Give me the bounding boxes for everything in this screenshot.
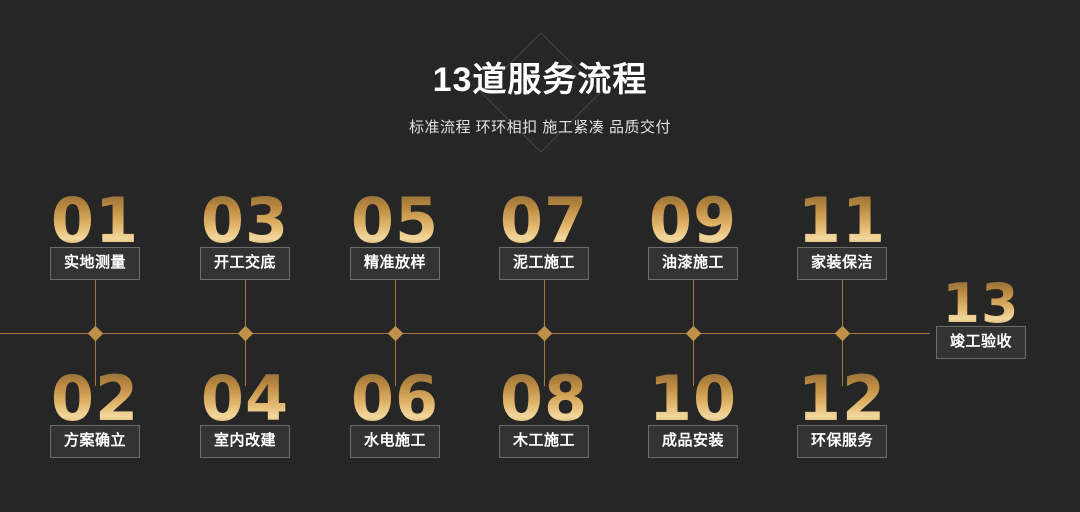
step-label[interactable]: 木工施工: [498, 425, 589, 458]
step-label[interactable]: 泥工施工: [498, 247, 589, 280]
timeline-node-marker: [536, 325, 553, 342]
timeline-stem-down: [693, 334, 694, 386]
timeline-stem-down: [395, 334, 396, 386]
step-number: 04: [150, 368, 340, 430]
step-number: 10: [598, 368, 788, 430]
step-label[interactable]: 方案确立: [49, 425, 140, 458]
step-cell-bottom[interactable]: 12 环保服务: [747, 368, 937, 458]
step-cell-top[interactable]: 07 泥工施工: [449, 190, 639, 280]
step-cell-bottom[interactable]: 04 室内改建: [150, 368, 340, 458]
step-number: 06: [300, 368, 490, 430]
timeline-stem-up: [245, 280, 246, 334]
step-cell-bottom[interactable]: 02 方案确立: [0, 368, 190, 458]
timeline-stem-up: [544, 280, 545, 334]
timeline-node-marker: [834, 325, 851, 342]
timeline-stem-down: [842, 334, 843, 386]
timeline-stem-down: [544, 334, 545, 386]
step-label[interactable]: 成品安装: [647, 425, 738, 458]
step-cell-top[interactable]: 11 家装保洁: [747, 190, 937, 280]
step-number: 07: [449, 190, 639, 252]
step-number: 11: [747, 190, 937, 252]
timeline-node-marker: [685, 325, 702, 342]
step-number: 08: [449, 368, 639, 430]
step-cell-top[interactable]: 09 油漆施工: [598, 190, 788, 280]
step-cell-bottom[interactable]: 06 水电施工: [300, 368, 490, 458]
step-number: 13: [881, 277, 1080, 331]
timeline-axis: [0, 333, 930, 334]
step-label[interactable]: 开工交底: [199, 247, 290, 280]
timeline-node-marker: [237, 325, 254, 342]
diamond-outline-icon: [480, 32, 602, 153]
step-label[interactable]: 实地测量: [49, 247, 140, 280]
step-cell-top[interactable]: 05 精准放样: [300, 190, 490, 280]
step-number: 01: [0, 190, 190, 252]
page-title: 13道服务流程: [432, 61, 648, 99]
step-number: 09: [598, 190, 788, 252]
step-number: 03: [150, 190, 340, 252]
step-number: 12: [747, 368, 937, 430]
step-label[interactable]: 环保服务: [796, 425, 887, 458]
step-cell-bottom[interactable]: 10 成品安装: [598, 368, 788, 458]
timeline-stem-down: [95, 334, 96, 386]
step-cell-top[interactable]: 03 开工交底: [150, 190, 340, 280]
step-cell-top[interactable]: 01 实地测量: [0, 190, 190, 280]
step-label[interactable]: 水电施工: [349, 425, 440, 458]
page-subtitle: 标准流程 环环相扣 施工紧凑 品质交付: [408, 119, 671, 136]
timeline-stem-up: [395, 280, 396, 334]
timeline-stem-up: [842, 280, 843, 334]
timeline-node-marker: [87, 325, 104, 342]
step-label[interactable]: 室内改建: [199, 425, 290, 458]
step-number: 02: [0, 368, 190, 430]
timeline-node-marker: [387, 325, 404, 342]
step-cell-final[interactable]: 13 竣工验收: [881, 277, 1080, 359]
step-label[interactable]: 油漆施工: [647, 247, 738, 280]
timeline-stem-up: [693, 280, 694, 334]
step-number: 05: [300, 190, 490, 252]
step-label[interactable]: 家装保洁: [796, 247, 887, 280]
step-label[interactable]: 竣工验收: [935, 326, 1026, 359]
step-label[interactable]: 精准放样: [349, 247, 440, 280]
timeline-stem-up: [95, 280, 96, 334]
step-cell-bottom[interactable]: 08 木工施工: [449, 368, 639, 458]
title-diamond-decoration: [0, 0, 1080, 190]
timeline-stem-down: [245, 334, 246, 386]
